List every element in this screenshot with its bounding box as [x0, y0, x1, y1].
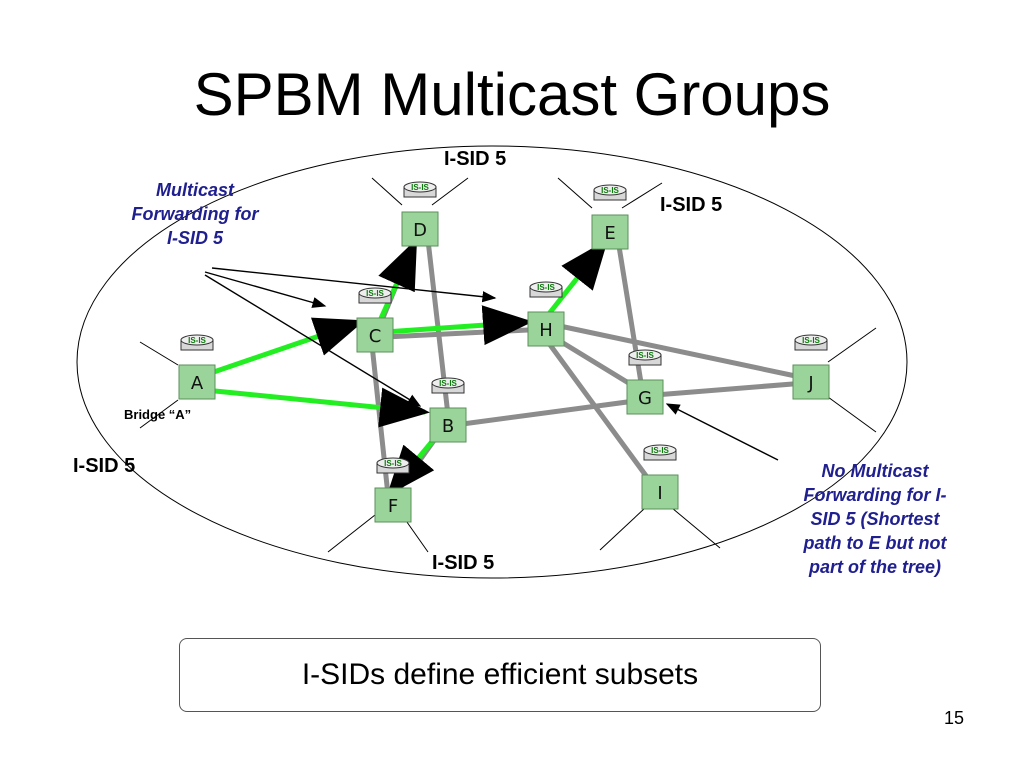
- arrow-to-b: [204, 274, 422, 407]
- note-line: Multicast: [155, 180, 234, 200]
- bridge-label-a: A: [191, 373, 204, 394]
- bridge-node-e: IS-IS E: [591, 184, 629, 250]
- bridge-label-b: B: [442, 416, 454, 437]
- note-line: No Multicast: [821, 461, 929, 481]
- isis-badge-label: IS-IS: [537, 283, 555, 292]
- page-number: 15: [943, 708, 964, 728]
- link-h-j: [552, 322, 808, 381]
- note-line: SID 5 (Shortest: [810, 509, 940, 529]
- link-h-i: [542, 335, 658, 491]
- bridge-label-d: D: [413, 220, 427, 241]
- bridge-node-d: IS-IS D: [401, 181, 439, 247]
- arrow-to-c: [204, 271, 327, 308]
- note-line: I-SID 5: [166, 228, 223, 248]
- annotation-arrows: [204, 267, 779, 461]
- isis-badge-label: IS-IS: [188, 336, 206, 345]
- bridge-node-h: IS-IS H: [527, 281, 565, 347]
- host-lines: [139, 177, 877, 553]
- isis-badge-label: IS-IS: [802, 336, 820, 345]
- link-h-g: [547, 332, 643, 393]
- switch-icon: [401, 211, 439, 247]
- switch-icon: [178, 364, 216, 400]
- bridge-node-b: IS-IS B: [429, 377, 467, 443]
- isid-label-left: I-SID 5: [73, 455, 136, 477]
- bridge-node-f: IS-IS F: [374, 457, 412, 523]
- spbm-domain-ellipse: [76, 145, 908, 579]
- tree-link-c-d: [375, 238, 418, 327]
- isis-badge-label: IS-IS: [439, 379, 457, 388]
- multicast-forwarding-note: Multicast Forwarding for I-SID 5: [100, 178, 290, 250]
- slide-title: SPBM Multicast Groups: [193, 61, 831, 128]
- switch-icon: [626, 379, 664, 415]
- switch-icon: [374, 487, 412, 523]
- bridge-label-f: F: [388, 496, 398, 517]
- bridge-label-g: G: [638, 388, 652, 409]
- bridge-label-e: E: [604, 223, 615, 244]
- note-line: part of the tree): [808, 557, 941, 577]
- bridge-node-i: IS-IS I: [641, 444, 679, 510]
- arrow-to-g: [665, 403, 779, 461]
- note-line: Forwarding for: [131, 204, 259, 224]
- tree-link-a-b: [204, 387, 430, 428]
- switch-icon: [429, 407, 467, 443]
- note-line: path to E but not: [803, 533, 947, 553]
- bridge-node-j: IS-IS J: [792, 334, 830, 400]
- isis-badge-label: IS-IS: [411, 183, 429, 192]
- switch-icon: [591, 214, 629, 250]
- isis-badge-label: IS-IS: [636, 351, 654, 360]
- arrow-to-h: [211, 267, 497, 303]
- no-multicast-forwarding-note: No Multicast Forwarding for I- SID 5 (Sh…: [770, 459, 980, 579]
- isid-label-bottom: I-SID 5: [432, 552, 495, 574]
- isis-badge-label: IS-IS: [601, 186, 619, 195]
- multicast-tree-links: [204, 238, 609, 496]
- isid-label-top: I-SID 5: [444, 148, 507, 170]
- isis-badge-label: IS-IS: [366, 289, 384, 298]
- bridge-label-j: J: [807, 373, 813, 394]
- switch-icon: [792, 364, 830, 400]
- bridge-node-c: IS-IS C: [356, 287, 394, 353]
- bridge-node-g: IS-IS G: [626, 349, 664, 415]
- tree-link-c-h: [384, 305, 533, 346]
- link-b-g: [452, 397, 645, 428]
- bridge-label-i: I: [657, 483, 662, 504]
- tree-link-h-e: [546, 239, 609, 317]
- switch-icon: [527, 311, 565, 347]
- link-e-g: [615, 237, 646, 398]
- bridge-label-h: H: [539, 320, 553, 341]
- bridge-a-label: Bridge “A”: [124, 407, 192, 422]
- summary-callout: I-SIDs define efficient subsets: [179, 638, 821, 712]
- note-line: Forwarding for I-: [803, 485, 947, 505]
- isid-label-node-e: I-SID 5: [660, 194, 723, 216]
- bridge-node-a: IS-IS A: [178, 334, 216, 400]
- isis-badge-label: IS-IS: [651, 446, 669, 455]
- switch-icon: [356, 317, 394, 353]
- isis-badge-label: IS-IS: [384, 459, 402, 468]
- switch-icon: [641, 474, 679, 510]
- plain-links: [369, 237, 808, 498]
- bridge-label-c: C: [369, 326, 382, 347]
- tree-link-a-c: [204, 317, 365, 378]
- link-g-j: [652, 380, 808, 398]
